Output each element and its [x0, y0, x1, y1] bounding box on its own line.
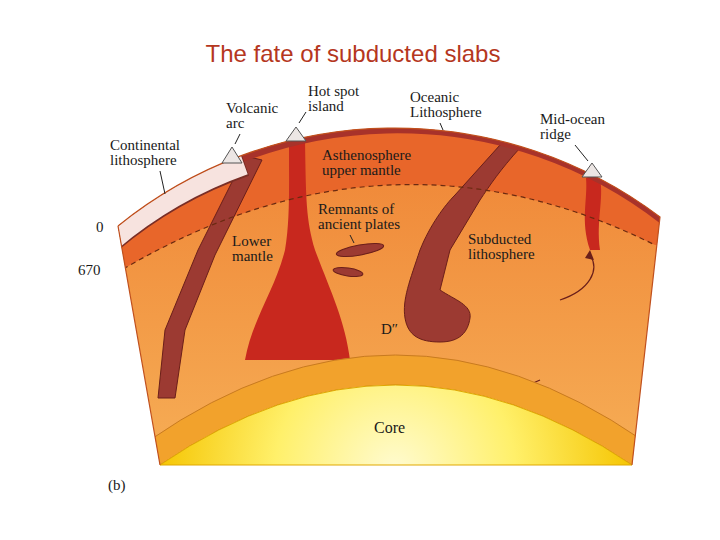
depth-number: 0	[96, 220, 104, 235]
part-label: Volcanic arc	[226, 101, 288, 131]
layer-label: Core	[374, 420, 405, 436]
volcano	[222, 147, 242, 163]
leader-line	[575, 145, 588, 161]
part-label: Hot spot island	[308, 84, 370, 114]
layer-label: D″	[381, 322, 398, 337]
continental-lithosphere	[110, 164, 244, 241]
part-label: Remnants of ancient plates	[318, 202, 418, 232]
leader-line	[235, 134, 240, 144]
slab-remnant	[335, 241, 384, 259]
part-label: Lower mantle	[232, 234, 282, 264]
ridge-upwelling	[585, 178, 601, 250]
continental-outline	[110, 164, 245, 241]
flow-arrow	[560, 255, 594, 300]
leader-line	[440, 123, 443, 130]
section-outline	[118, 128, 660, 465]
leader-line	[299, 112, 306, 123]
volcano	[582, 163, 602, 177]
slide-title: The fate of subducted slabs	[0, 40, 706, 68]
core	[160, 385, 632, 465]
figure-tag: (b)	[108, 478, 126, 493]
arrowhead	[585, 250, 594, 260]
volcano	[286, 127, 306, 141]
part-label: Subducted lithosphere	[468, 232, 558, 262]
leader-line	[350, 235, 354, 243]
part-label: Mid-ocean ridge	[540, 112, 620, 142]
slab-remnant	[333, 266, 364, 278]
leader-line	[160, 171, 165, 194]
d-double-prime-layer	[150, 355, 642, 465]
part-label: Continental lithosphere	[110, 138, 210, 168]
boundary-670	[60, 185, 655, 270]
depth-number: 670	[78, 263, 101, 278]
part-label: Asthenosphere upper mantle	[322, 148, 442, 178]
part-label: Oceanic Lithosphere	[410, 90, 500, 120]
